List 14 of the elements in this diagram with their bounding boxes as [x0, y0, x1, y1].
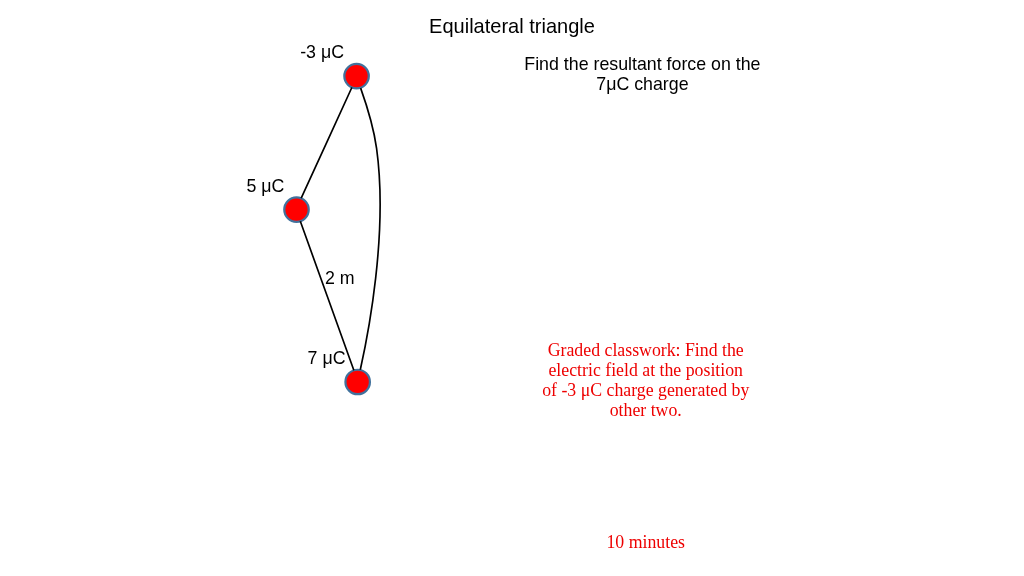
- node-circle: [343, 62, 370, 90]
- node-label: -3 μC: [300, 42, 344, 63]
- label: 10 minutes: [606, 531, 686, 552]
- node-label: 7 μC: [307, 347, 346, 368]
- label: Graded classwork: Find the electric field at the position of -3 μC charge generated by other two.: [542, 340, 750, 421]
- node-circle: [344, 368, 372, 396]
- diagram-title: Equilateral triangle: [429, 15, 595, 38]
- node-circle: [283, 196, 310, 223]
- label: Find the resultant force on the 7μC charge: [524, 54, 761, 95]
- connector: [359, 87, 381, 371]
- node-label: 5 μC: [246, 175, 285, 196]
- edge-label: 2 m: [325, 267, 355, 288]
- connector: [300, 86, 353, 200]
- connector: [299, 220, 355, 372]
